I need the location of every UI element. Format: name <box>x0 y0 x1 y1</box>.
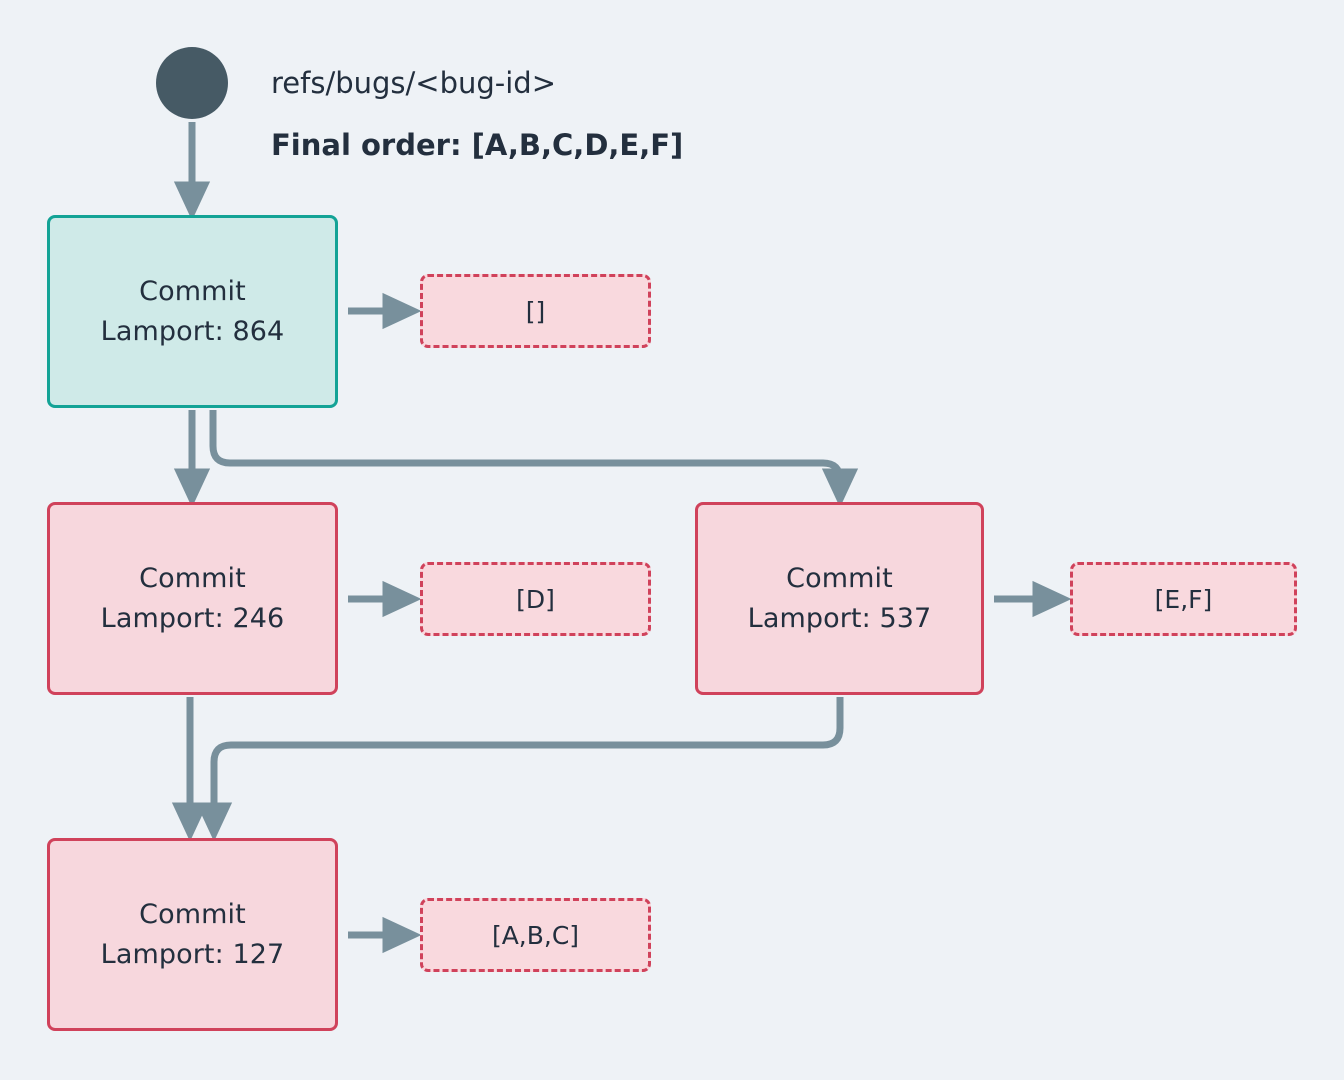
payload-box-537[interactable]: [E,F] <box>1070 562 1297 636</box>
commit-node-864-title: Commit <box>139 275 246 307</box>
edge-commit-864-to-commit-537 <box>209 410 859 508</box>
commit-node-246-title: Commit <box>139 562 246 594</box>
edge-commit-537-to-commit-127 <box>195 697 844 842</box>
commit-node-246-lamport: Lamport: 246 <box>100 602 285 634</box>
payload-box-127[interactable]: [A,B,C] <box>420 898 651 972</box>
commit-node-127-lamport: Lamport: 127 <box>100 938 285 970</box>
commit-node-864-lamport: Lamport: 864 <box>100 315 285 347</box>
commit-node-537[interactable]: Commit Lamport: 537 <box>695 502 984 695</box>
commit-node-537-lamport: Lamport: 537 <box>747 602 932 634</box>
commit-node-246[interactable]: Commit Lamport: 246 <box>47 502 338 695</box>
commit-node-127-title: Commit <box>139 898 246 930</box>
commit-node-864[interactable]: Commit Lamport: 864 <box>47 215 338 408</box>
final-order-label: Final order: [A,B,C,D,E,F] <box>271 128 684 162</box>
ref-path-label: refs/bugs/<bug-id> <box>271 66 557 100</box>
start-node-dot[interactable] <box>156 47 228 119</box>
commit-node-127[interactable]: Commit Lamport: 127 <box>47 838 338 1031</box>
commit-node-537-title: Commit <box>786 562 893 594</box>
payload-box-246[interactable]: [D] <box>420 562 651 636</box>
payload-box-864[interactable]: [] <box>420 274 651 348</box>
